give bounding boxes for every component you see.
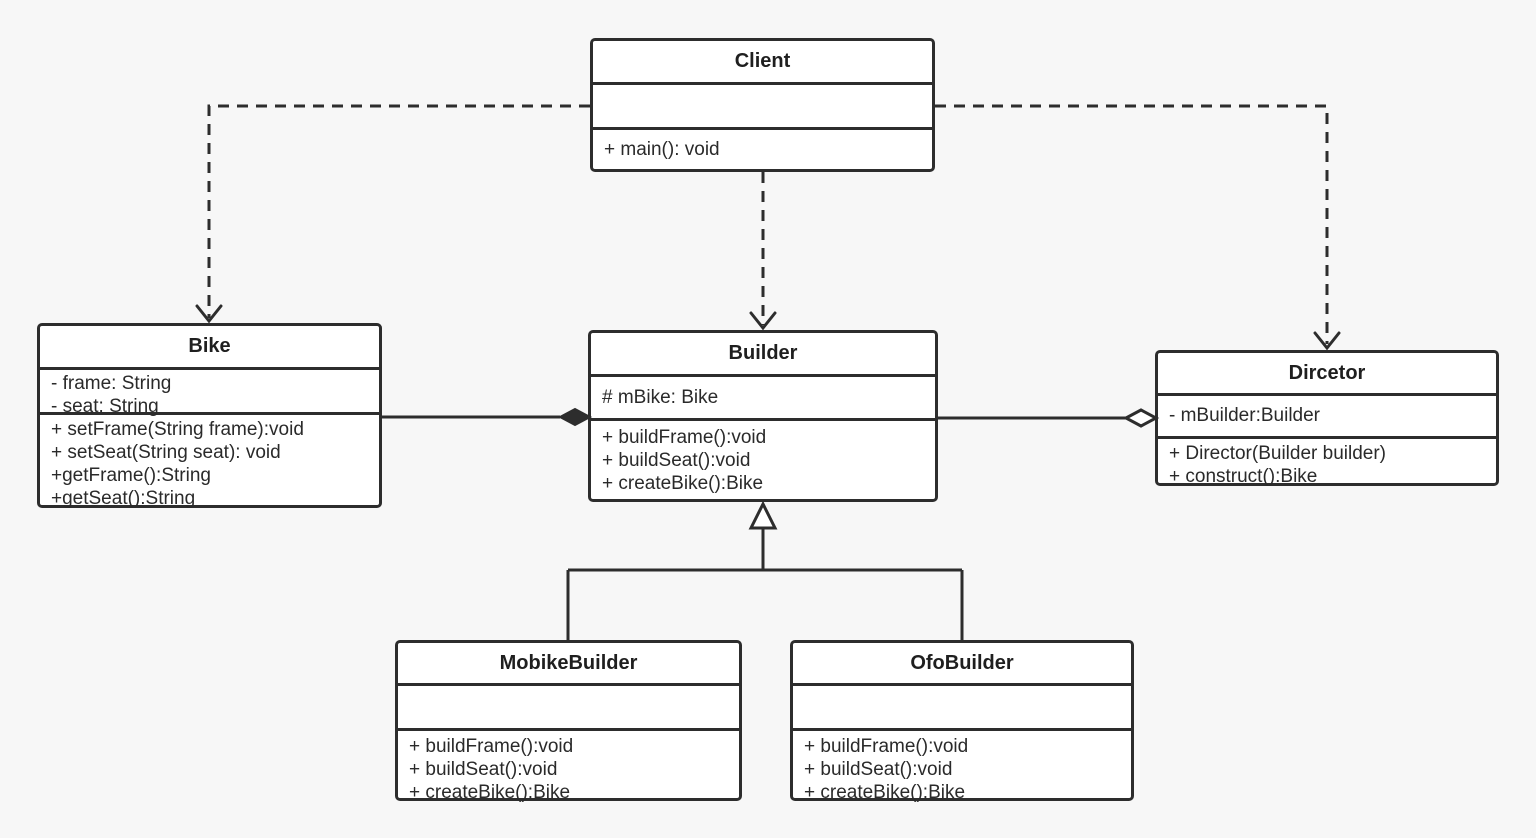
- class-method: + createBike():Bike: [409, 782, 571, 803]
- open-arrowhead-icon: [749, 311, 777, 331]
- methods-compartment: + setFrame(String frame):void + setSeat(…: [40, 415, 379, 510]
- class-box-ofo-builder: OfoBuilder + buildFrame():void + buildSe…: [790, 640, 1134, 804]
- class-method: + buildSeat():void: [804, 759, 953, 780]
- class-method: + buildFrame():void: [409, 736, 574, 757]
- class-method: + setSeat(String seat): void: [51, 442, 281, 463]
- class-name-bike: Bike: [40, 326, 379, 370]
- class-method: + Director(Builder builder): [1169, 443, 1386, 464]
- class-method: + createBike():Bike: [602, 473, 764, 494]
- class-attribute: - mBuilder:Builder: [1169, 405, 1320, 426]
- class-name-builder: Builder: [591, 333, 935, 377]
- attributes-compartment: # mBike: Bike: [591, 377, 935, 421]
- class-box-client: Client + main(): void: [590, 38, 935, 172]
- class-method: +getFrame():String: [51, 465, 211, 486]
- class-name-ofo-builder: OfoBuilder: [793, 643, 1131, 686]
- class-attribute: - seat: String: [51, 396, 159, 417]
- class-method: + construct():Bike: [1169, 466, 1318, 487]
- open-diamond-icon: [1122, 408, 1160, 428]
- class-box-bike: Bike - frame: String - seat: String + se…: [37, 323, 382, 510]
- methods-compartment: + Director(Builder builder) + construct(…: [1158, 439, 1496, 488]
- attributes-compartment: [398, 686, 739, 731]
- class-method: + setFrame(String frame):void: [51, 419, 304, 440]
- dependency-line-client-dircetor: [935, 104, 1329, 344]
- class-name-mobike-builder: MobikeBuilder: [398, 643, 739, 686]
- attributes-compartment: [793, 686, 1131, 731]
- class-attribute: - frame: String: [51, 373, 172, 394]
- class-method: + buildFrame():void: [804, 736, 969, 757]
- hollow-triangle-icon: [748, 500, 778, 530]
- dependency-line-client-bike: [207, 104, 590, 318]
- methods-compartment: + buildFrame():void + buildSeat():void +…: [591, 421, 935, 499]
- class-method: + main(): void: [604, 139, 720, 160]
- methods-compartment: + buildFrame():void + buildSeat():void +…: [398, 731, 739, 804]
- attributes-compartment: - frame: String - seat: String: [40, 370, 379, 417]
- class-box-builder: Builder # mBike: Bike + buildFrame():voi…: [588, 330, 938, 502]
- attributes-compartment: [593, 85, 932, 130]
- filled-diamond-icon: [557, 407, 593, 427]
- attributes-compartment: - mBuilder:Builder: [1158, 396, 1496, 439]
- class-method: + buildFrame():void: [602, 427, 767, 448]
- class-attribute: # mBike: Bike: [602, 387, 719, 408]
- methods-compartment: + buildFrame():void + buildSeat():void +…: [793, 731, 1131, 804]
- class-method: +getSeat():String: [51, 488, 196, 509]
- class-name-client: Client: [593, 41, 932, 85]
- class-method: + buildSeat():void: [409, 759, 558, 780]
- class-method: + createBike():Bike: [804, 782, 966, 803]
- class-box-mobike-builder: MobikeBuilder + buildFrame():void + buil…: [395, 640, 742, 804]
- open-arrowhead-icon: [1313, 331, 1341, 351]
- class-name-dircetor: Dircetor: [1158, 353, 1496, 396]
- class-box-dircetor: Dircetor - mBuilder:Builder + Director(B…: [1155, 350, 1499, 488]
- class-method: + buildSeat():void: [602, 450, 751, 471]
- open-arrowhead-icon: [195, 304, 223, 324]
- methods-compartment: + main(): void: [593, 130, 932, 169]
